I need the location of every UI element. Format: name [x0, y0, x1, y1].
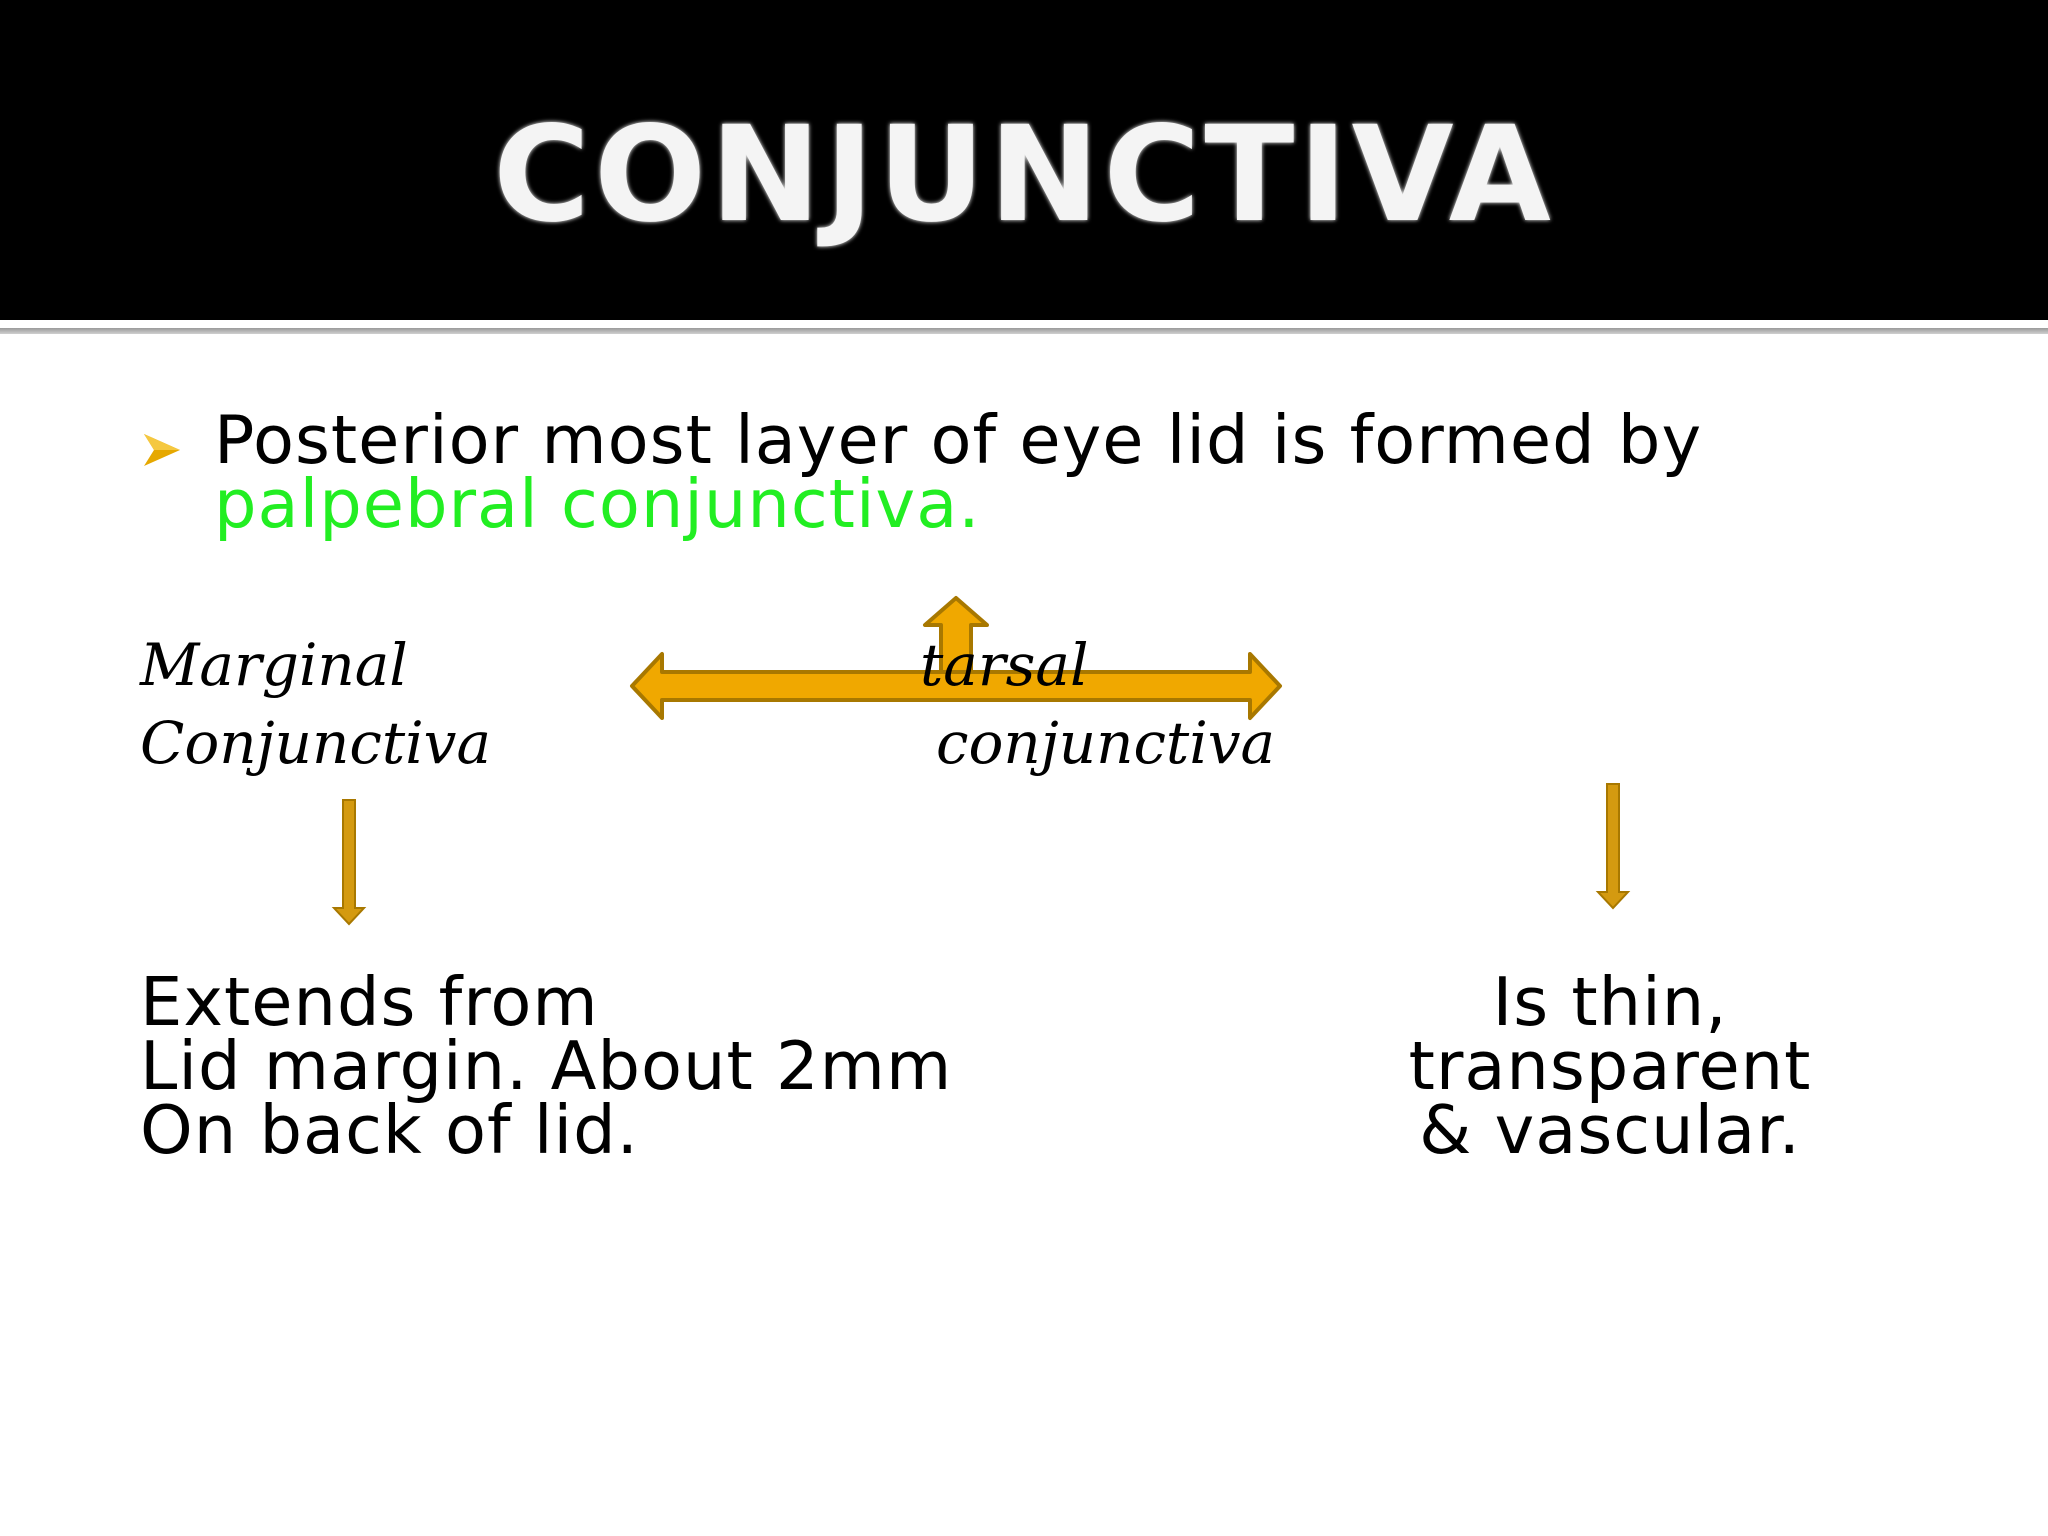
tarsal-conjunctiva-label: tarsal conjunctiva — [920, 631, 1276, 777]
marginal-conjunctiva-label: Marginal Conjunctiva — [140, 631, 492, 777]
intro-highlight: palpebral conjunctiva. — [214, 465, 981, 543]
intro-text: Posterior most layer of eye lid is forme… — [214, 407, 1974, 538]
title-bar — [0, 0, 2048, 320]
marginal-description: Extends from Lid margin. About 2mm On ba… — [140, 963, 953, 1169]
tarsal-description: Is thin, transparent & vascular. — [1408, 963, 1812, 1169]
arrowhead-bullet-icon — [144, 434, 180, 466]
double-headed-arrow-icon — [630, 652, 1282, 720]
intro-main: Posterior most layer of eye lid is forme… — [214, 401, 1703, 479]
down-arrow-icon — [1595, 783, 1631, 910]
title-divider — [0, 328, 2048, 334]
down-arrow-icon — [331, 799, 367, 926]
slide-title: CONJUNCTIVA — [493, 98, 1555, 252]
